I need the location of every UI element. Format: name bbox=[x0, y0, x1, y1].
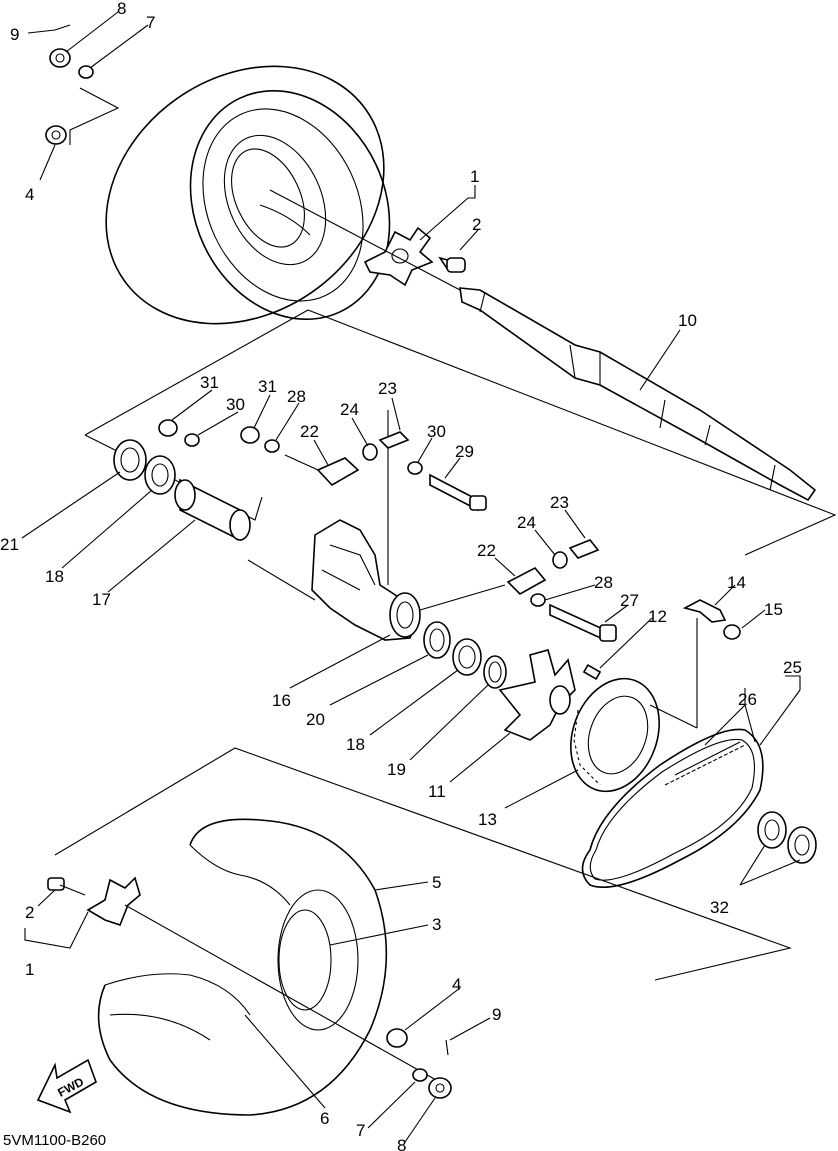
rear-axle bbox=[459, 287, 817, 502]
callout-22-b: 22 bbox=[477, 541, 496, 560]
callout-26: 26 bbox=[738, 690, 757, 709]
leader-lines bbox=[21, 11, 801, 1143]
callout-27: 27 bbox=[620, 591, 639, 610]
callout-1-bottom: 1 bbox=[25, 960, 34, 979]
callout-18-b: 18 bbox=[346, 735, 365, 754]
callout-labels: 9 8 7 4 1 2 10 31 31 30 28 23 24 22 30 2… bbox=[0, 0, 802, 1151]
callout-7-bottom: 7 bbox=[356, 1121, 365, 1140]
callout-23-b: 23 bbox=[550, 493, 569, 512]
callout-19: 19 bbox=[387, 760, 406, 779]
axle-collars bbox=[757, 811, 817, 864]
callout-12: 12 bbox=[648, 607, 667, 626]
callout-3: 3 bbox=[432, 915, 441, 934]
callout-8-top: 8 bbox=[117, 0, 126, 18]
callout-13: 13 bbox=[478, 810, 497, 829]
callout-32: 32 bbox=[710, 898, 729, 917]
callout-2-top: 2 bbox=[472, 215, 481, 234]
nut-washer-set-bottom bbox=[386, 1028, 452, 1099]
callout-28-b: 28 bbox=[594, 573, 613, 592]
rear-wheel-right bbox=[97, 818, 388, 1116]
wheel-hub-top bbox=[269, 189, 466, 291]
callout-2-bottom: 2 bbox=[25, 903, 34, 922]
callout-18-a: 18 bbox=[45, 567, 64, 586]
callout-30-a: 30 bbox=[226, 395, 245, 414]
sprocket-hub bbox=[498, 649, 602, 741]
callout-10: 10 bbox=[678, 311, 697, 330]
callout-21: 21 bbox=[0, 535, 19, 554]
callout-14: 14 bbox=[727, 573, 746, 592]
callout-5: 5 bbox=[432, 873, 441, 892]
caliper-hardware-lower bbox=[419, 539, 617, 642]
callout-30-b: 30 bbox=[427, 422, 446, 441]
assembly-outline-bottom bbox=[54, 747, 792, 981]
chain-joint-clip bbox=[649, 599, 741, 729]
forward-arrow-icon: FWD bbox=[36, 1058, 97, 1114]
rear-wheel-left bbox=[105, 65, 391, 325]
callout-24-b: 24 bbox=[517, 513, 536, 532]
callout-20: 20 bbox=[306, 710, 325, 729]
callout-1-top: 1 bbox=[470, 167, 479, 186]
caliper-hardware-upper bbox=[158, 419, 487, 512]
callout-25: 25 bbox=[783, 658, 802, 677]
callout-6: 6 bbox=[320, 1109, 329, 1128]
callout-15: 15 bbox=[764, 600, 783, 619]
drive-chain bbox=[581, 728, 764, 888]
callout-22-a: 22 bbox=[300, 422, 319, 441]
callout-4-bottom: 4 bbox=[452, 975, 461, 994]
callout-11: 11 bbox=[428, 782, 446, 801]
rear-sprocket bbox=[570, 677, 660, 793]
callout-31-a: 31 bbox=[200, 373, 219, 392]
bearing-set-left bbox=[113, 439, 251, 542]
diagram-code: 5VM1100-B260 bbox=[3, 1132, 106, 1149]
callout-7-top: 7 bbox=[146, 13, 155, 32]
callout-17: 17 bbox=[92, 590, 111, 609]
callout-23-a: 23 bbox=[378, 379, 397, 398]
callout-8-bottom: 8 bbox=[397, 1136, 406, 1151]
callout-24-a: 24 bbox=[340, 400, 359, 419]
callout-28-a: 28 bbox=[287, 387, 306, 406]
callout-31-b: 31 bbox=[258, 377, 277, 396]
callout-29: 29 bbox=[455, 442, 474, 461]
wheel-hub-bottom bbox=[47, 876, 446, 1086]
nut-washer-set-top bbox=[45, 24, 120, 145]
callout-16: 16 bbox=[272, 691, 291, 710]
callout-9-top: 9 bbox=[10, 25, 19, 44]
callout-4-top: 4 bbox=[25, 185, 34, 204]
bearing-set-right bbox=[423, 621, 507, 689]
callout-9-bottom: 9 bbox=[492, 1005, 501, 1024]
